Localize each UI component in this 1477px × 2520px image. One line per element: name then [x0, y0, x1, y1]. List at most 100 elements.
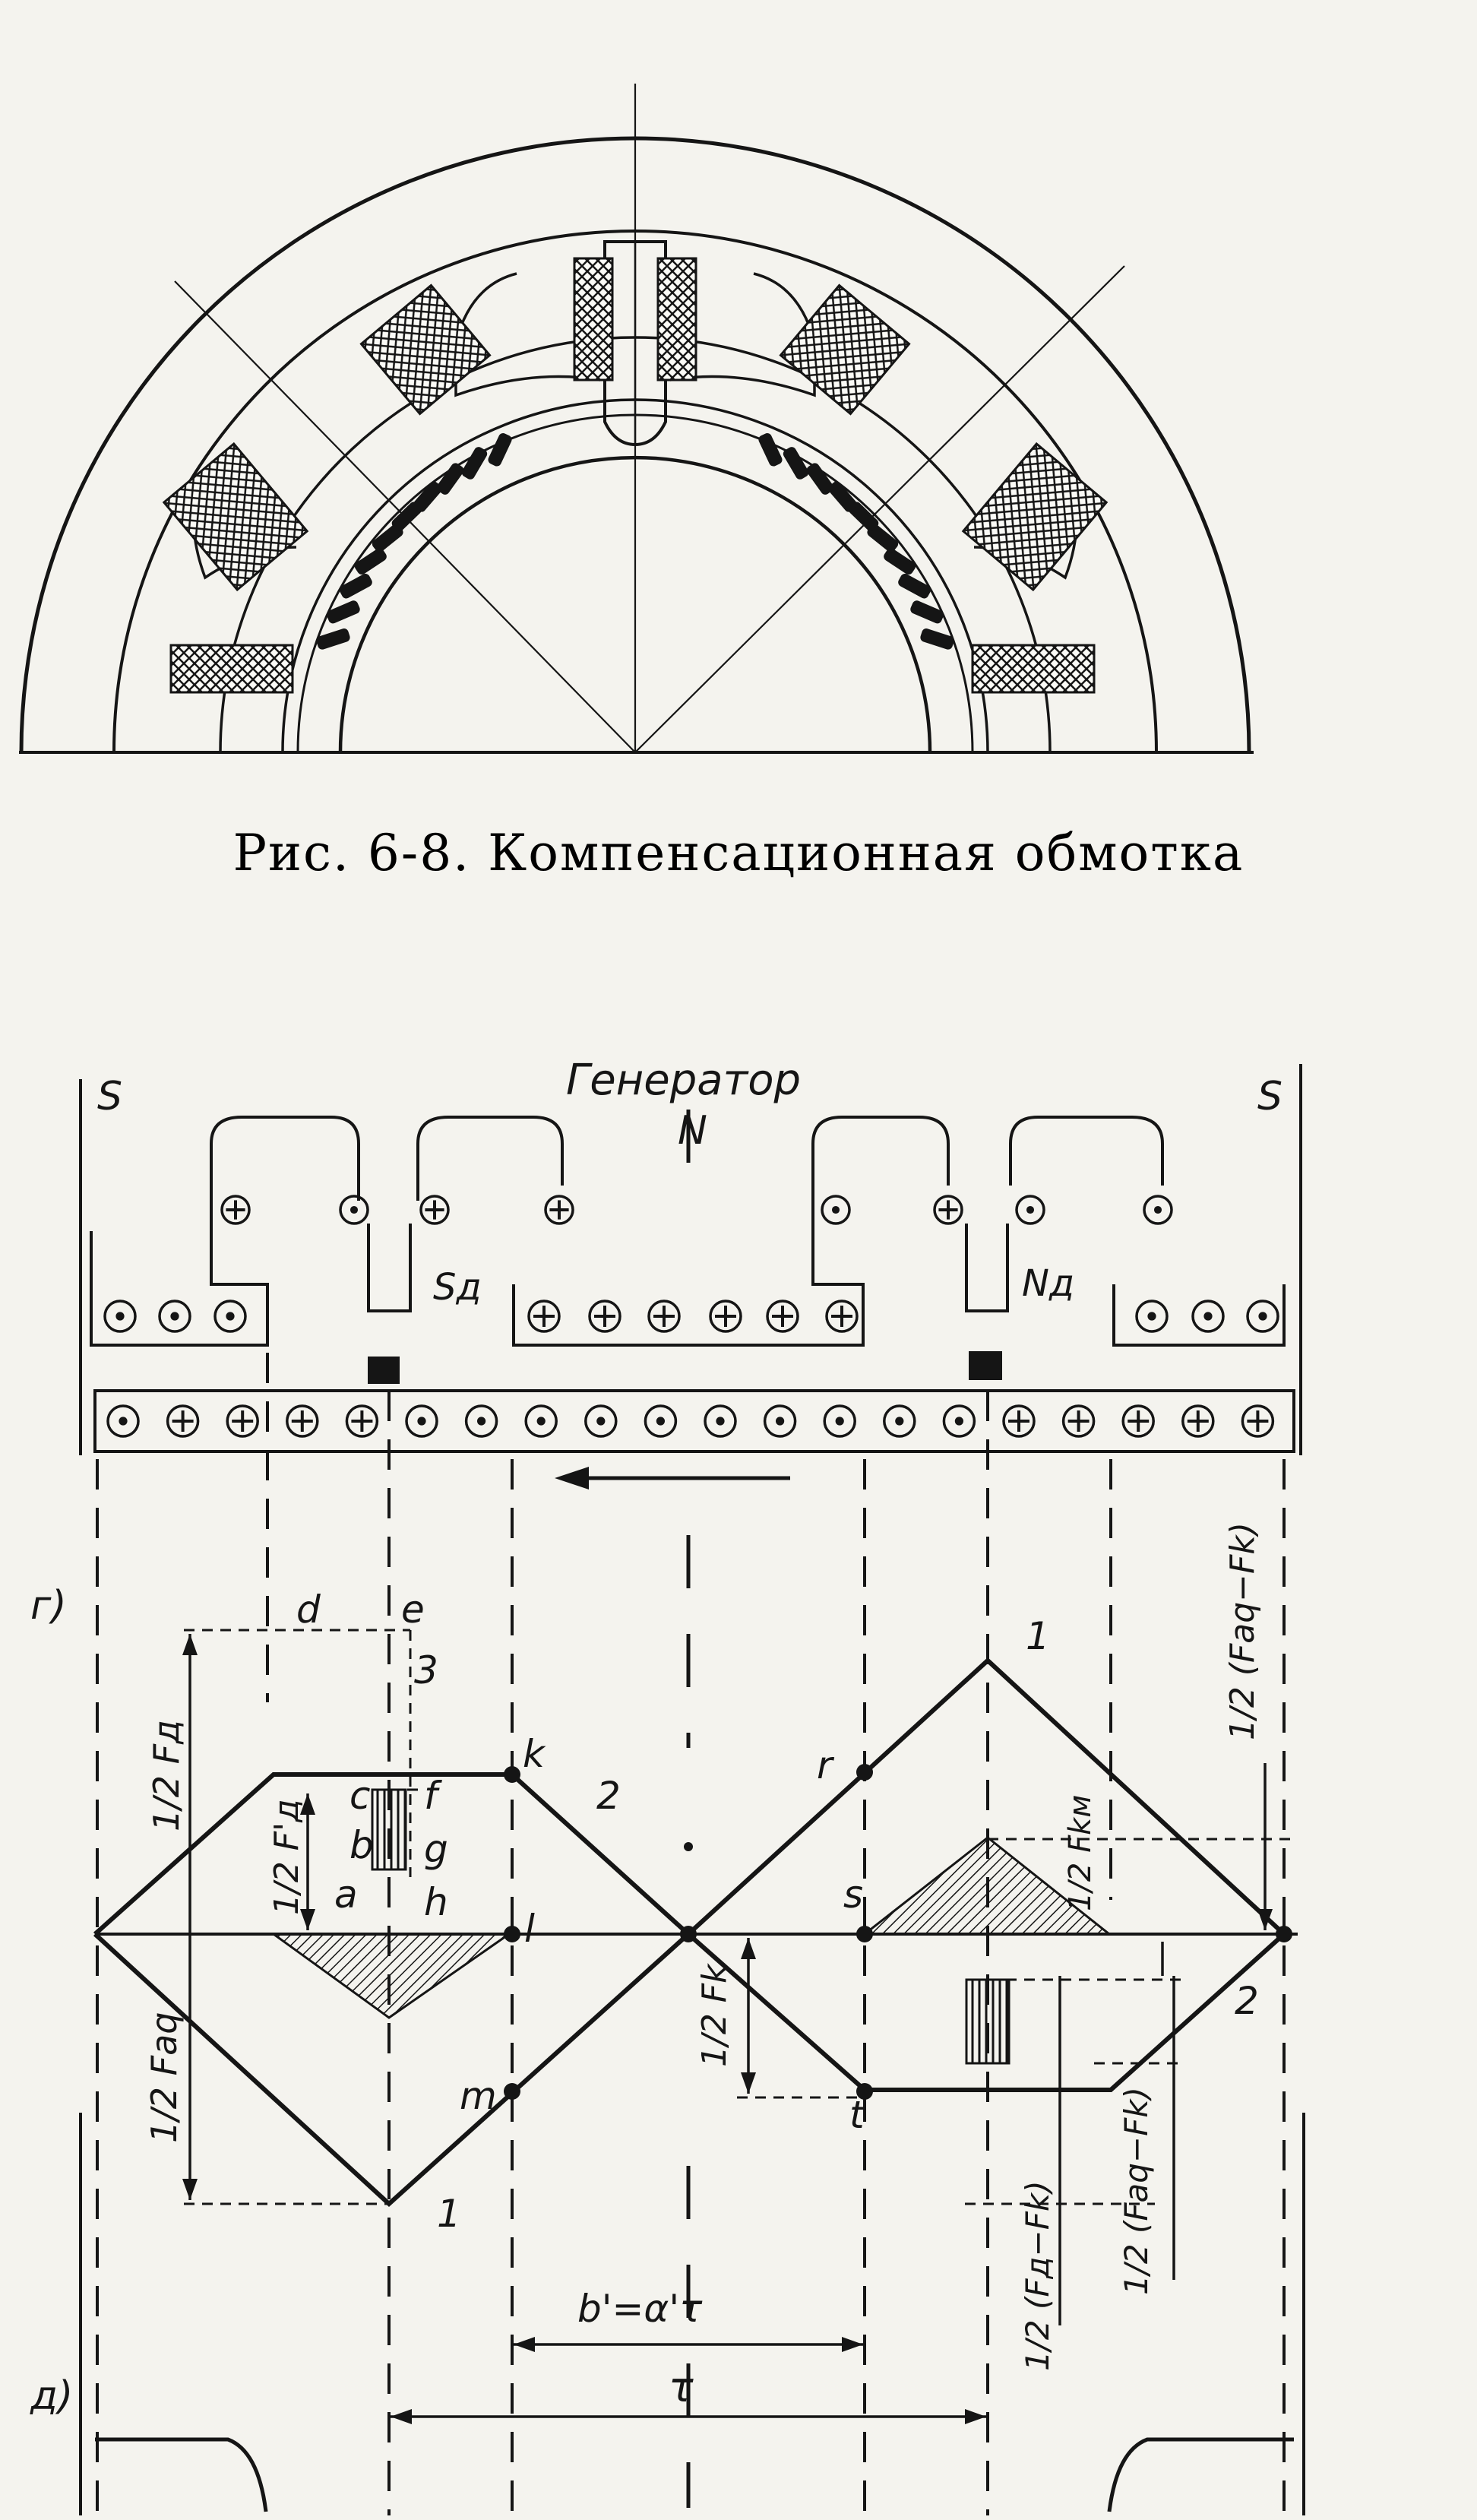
- diagram-label: f: [424, 1774, 442, 1818]
- diagram-label: g: [424, 1827, 448, 1871]
- field-coil: [169, 644, 294, 694]
- winding-slot: [391, 502, 422, 531]
- conductor-symbol: [1002, 1404, 1036, 1438]
- winding-slot: [354, 548, 387, 575]
- conductor-symbol: [588, 1300, 621, 1333]
- conductor-symbol: [226, 1404, 259, 1438]
- winding-slot: [849, 502, 879, 531]
- winding-slot: [488, 433, 512, 467]
- diagram-label: d: [296, 1588, 321, 1632]
- conductor-symbol: [1121, 1404, 1155, 1438]
- diagram-label: s: [843, 1873, 863, 1917]
- conductor-symbol: [345, 1404, 379, 1438]
- conductor-symbol: [1241, 1404, 1275, 1438]
- diagram-label: Nд: [1022, 1262, 1074, 1305]
- field-coils: [162, 257, 1109, 694]
- diagram-label: 1/2 Faq: [144, 2012, 185, 2144]
- winding-slot: [758, 433, 783, 467]
- winding-slot: [326, 600, 360, 624]
- conductor-symbol: [286, 1404, 319, 1438]
- diagram-label: 1/2 (Faq−Fk): [1118, 2087, 1155, 2295]
- diagram-label: m: [460, 2074, 497, 2118]
- conductor-symbol: [544, 1195, 574, 1225]
- conductor-symbol: [213, 1300, 247, 1333]
- conductor-symbol: [464, 1404, 498, 1438]
- winding-slot: [461, 447, 488, 480]
- diagram-label: Генератор: [566, 1056, 801, 1105]
- diagram-label: e: [401, 1588, 425, 1632]
- mmf-diagram: [79, 1064, 1305, 2515]
- conductor-symbol: [527, 1300, 561, 1333]
- conductor-symbol: [933, 1195, 963, 1225]
- diagram-label: 1: [437, 2192, 461, 2236]
- conductor-symbol: [766, 1300, 799, 1333]
- diagram-label: c: [349, 1774, 371, 1818]
- winding-slot: [316, 628, 350, 650]
- conductor-symbol: [825, 1300, 859, 1333]
- conductor-symbol: [942, 1404, 976, 1438]
- armature-strip: [93, 1389, 1295, 1453]
- conductor-symbol: [584, 1404, 618, 1438]
- diagram-label: a: [334, 1873, 358, 1917]
- diagram-label: S: [97, 1074, 122, 1119]
- diagram-label: 1/2 F'д: [267, 1799, 306, 1915]
- diagram-label: k: [523, 1732, 546, 1776]
- field-coil: [961, 442, 1109, 592]
- diagram-label: b'=α'τ: [577, 2287, 703, 2331]
- conductor-symbol: [1143, 1195, 1173, 1225]
- compensating-winding-slots: [316, 433, 954, 650]
- conductor-symbol: [1015, 1195, 1045, 1225]
- diagram-label: д): [30, 2373, 73, 2419]
- diagram-label: r: [817, 1743, 835, 1787]
- diagram-label: 1: [1026, 1614, 1050, 1658]
- diagram-label: 1/2 (Faq−Fk): [1223, 1522, 1262, 1740]
- conductor-symbol: [704, 1404, 737, 1438]
- diagram-label: t: [849, 2093, 866, 2137]
- diagram-label: b: [349, 1823, 374, 1867]
- conductor-symbols: [103, 1195, 1279, 1438]
- field-coil: [162, 442, 309, 592]
- figure-caption: Рис. 6-8. Компенсационная обмотка: [233, 824, 1245, 882]
- diagram-label: 1/2 Fkм: [1063, 1795, 1098, 1911]
- conductor-symbol: [166, 1404, 200, 1438]
- conductor-symbol: [220, 1195, 251, 1225]
- conductor-symbol: [709, 1300, 742, 1333]
- conductor-symbol: [644, 1404, 678, 1438]
- conductor-symbol: [158, 1300, 191, 1333]
- field-coil: [359, 283, 492, 416]
- diagram-label: 3: [414, 1648, 438, 1692]
- diagram-label: 1/2 Fk: [695, 1963, 734, 2067]
- diagram-label: 1/2 (Fд−Fk): [1019, 2180, 1056, 2371]
- conductor-symbol: [1191, 1300, 1225, 1333]
- conductor-symbol: [1181, 1404, 1215, 1438]
- conductor-symbol: [883, 1404, 916, 1438]
- conductor-symbol: [106, 1404, 140, 1438]
- conductor-symbol: [821, 1195, 851, 1225]
- winding-slot: [372, 524, 403, 552]
- diagram-label: 2: [1235, 1979, 1259, 2023]
- brush-left: [368, 1357, 400, 1384]
- winding-slot: [783, 447, 809, 480]
- conductor-symbol: [405, 1404, 438, 1438]
- conductor-symbol: [524, 1404, 558, 1438]
- winding-slot: [339, 573, 372, 599]
- diagram-label: l: [524, 1907, 535, 1951]
- winding-slot: [828, 481, 857, 512]
- winding-slot: [806, 463, 834, 495]
- conductor-symbol: [103, 1300, 137, 1333]
- winding-slot: [898, 573, 931, 599]
- diagram-label: 2: [596, 1774, 621, 1818]
- winding-slot: [436, 463, 464, 495]
- diagram-label: Sд: [433, 1266, 482, 1309]
- winding-slot: [884, 548, 916, 575]
- winding-slot: [867, 524, 899, 552]
- conductor-symbol: [1061, 1404, 1096, 1438]
- conductor-symbol: [763, 1404, 797, 1438]
- conductor-symbol: [1135, 1300, 1169, 1333]
- diagram-label: S: [1257, 1074, 1282, 1119]
- conductor-symbol: [419, 1195, 450, 1225]
- diagram-label: τ: [669, 2363, 694, 2411]
